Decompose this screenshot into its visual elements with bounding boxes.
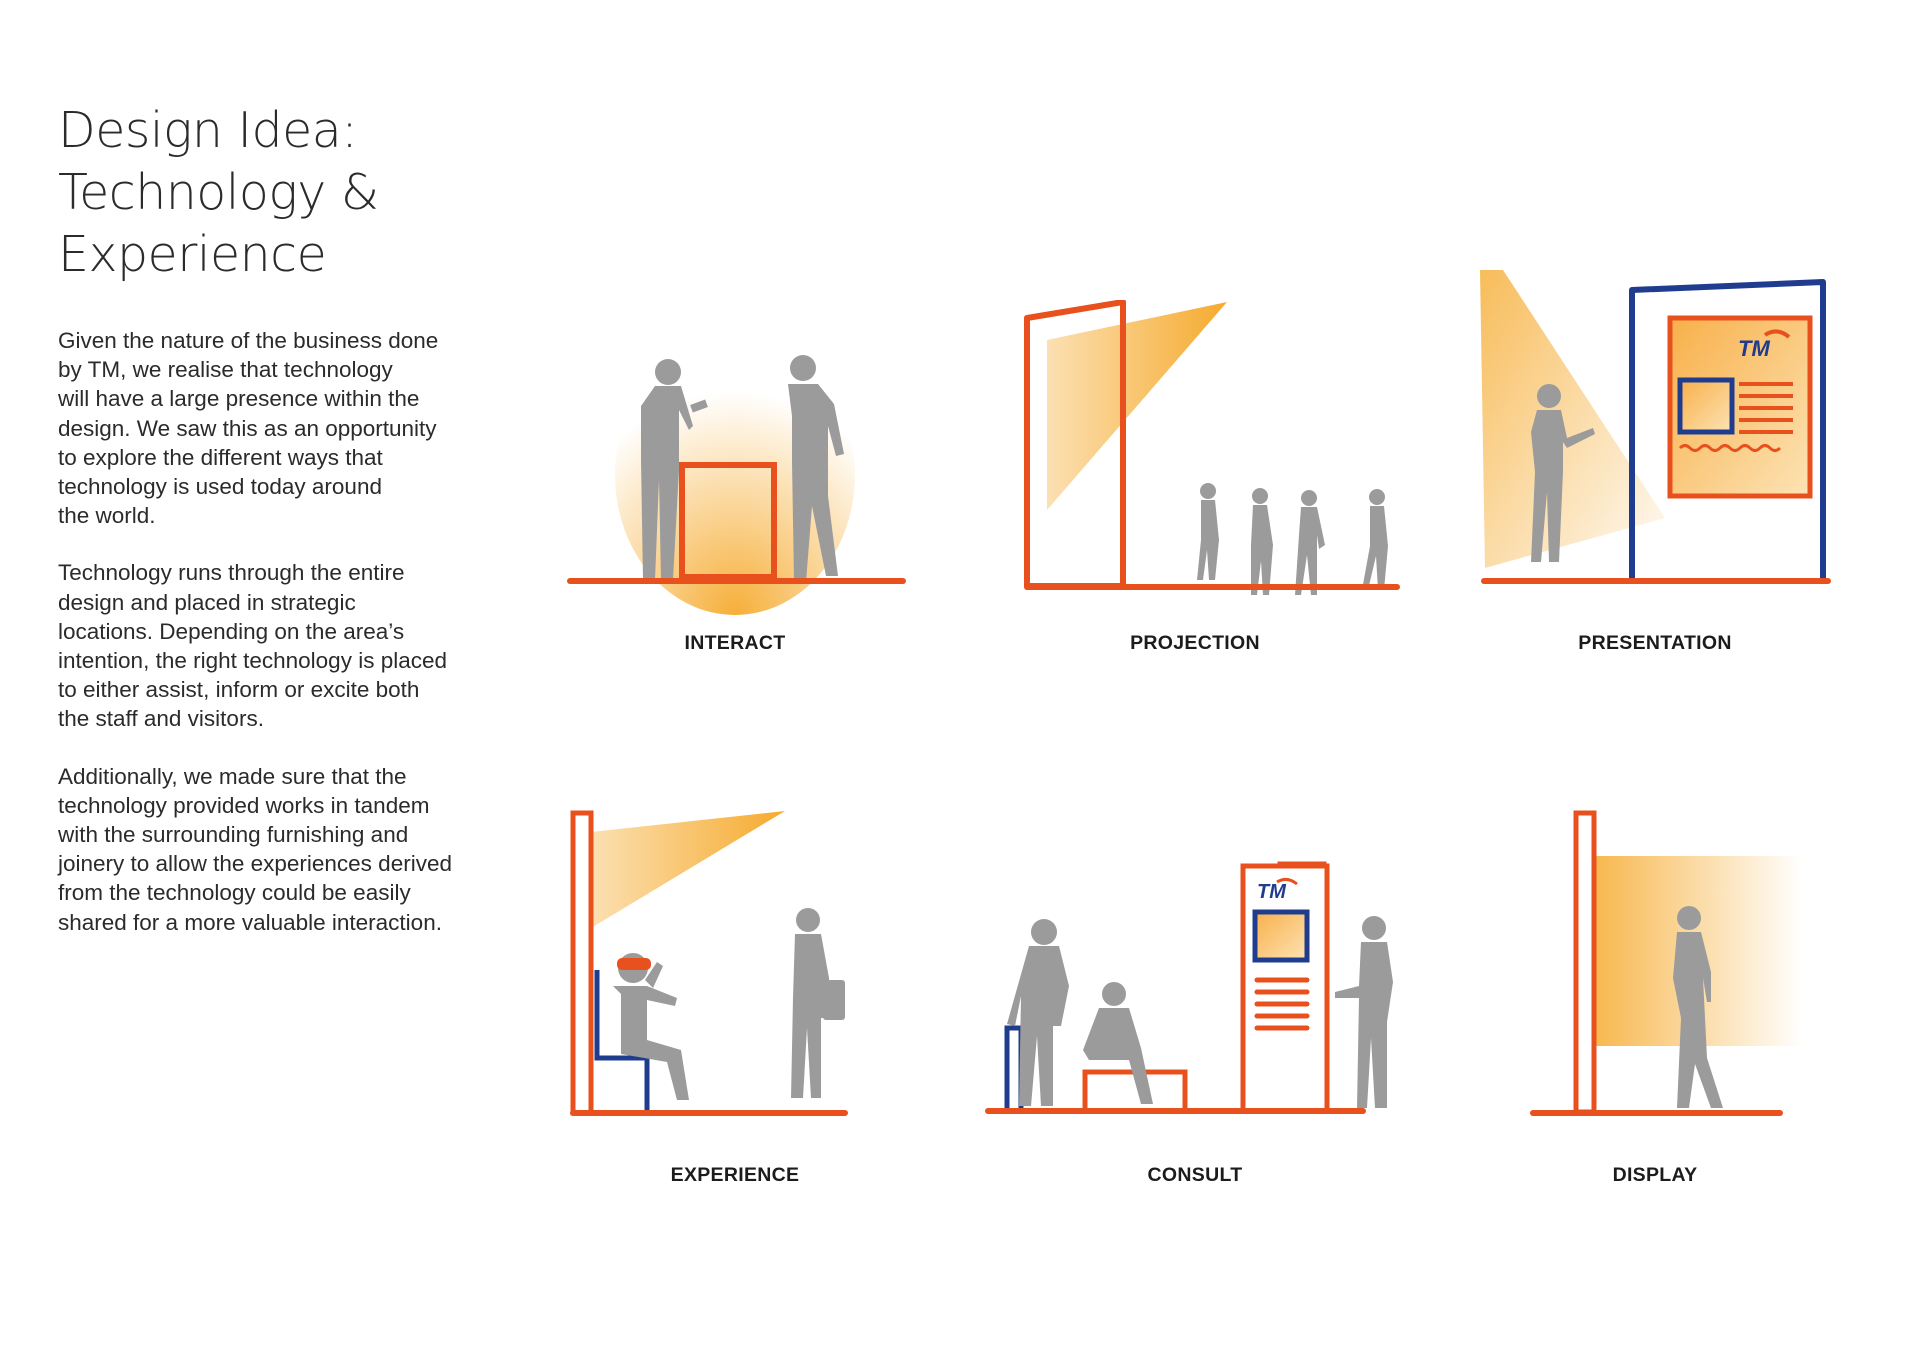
experience-chair — [594, 970, 650, 1113]
caption-display: DISPLAY — [1612, 1164, 1698, 1186]
panel-consult: TM CONSULT — [965, 808, 1425, 1198]
experience-beam — [591, 811, 785, 928]
display-wall — [1573, 810, 1597, 1115]
presentation-inner-box — [1677, 377, 1735, 435]
panel-experience: EXPERIENCE — [505, 808, 965, 1198]
description: Given the nature of the business done by… — [58, 326, 518, 965]
interact-illustration — [567, 335, 906, 615]
caption-presentation: PRESENTATION — [1578, 632, 1732, 654]
title-line-1: Design Idea: — [58, 102, 358, 159]
consult-illustration: TM — [985, 861, 1393, 1114]
panel-presentation: TM PRESENTATION — [1425, 268, 1885, 658]
title-line-3: Experience — [58, 226, 327, 283]
projection-beam — [1047, 302, 1227, 510]
interact-table — [679, 462, 777, 580]
vr-user-silhouette — [613, 953, 689, 1100]
page-title: Design Idea: Technology & Experience — [58, 100, 518, 286]
caption-consult: CONSULT — [1147, 1164, 1243, 1186]
vr-headset — [617, 958, 651, 970]
person-silhouette — [1007, 919, 1069, 1106]
experience-wall — [570, 810, 594, 1116]
seated-person-silhouette — [1083, 982, 1153, 1104]
paragraph-2: Technology runs through the entire desig… — [58, 560, 448, 732]
consult-screen — [1252, 909, 1310, 963]
consult-stool — [1004, 1025, 1024, 1110]
paragraph-1: Given the nature of the business done by… — [58, 328, 439, 529]
person-silhouette — [788, 355, 844, 582]
people-silhouettes — [1197, 483, 1388, 595]
panel-projection: PROJECTION — [965, 300, 1425, 690]
presenter-silhouette — [1531, 384, 1595, 562]
title-line-2: Technology & — [58, 164, 379, 221]
person-silhouette — [1673, 906, 1723, 1108]
experience-illustration — [570, 810, 848, 1116]
display-illustration — [1530, 810, 1803, 1116]
presentation-logo: TM — [1738, 336, 1770, 361]
caption-experience: EXPERIENCE — [670, 1164, 800, 1186]
presentation-light — [1480, 270, 1665, 568]
person-silhouette — [641, 359, 708, 580]
panel-interact: INTERACT — [505, 300, 965, 690]
panel-display: DISPLAY — [1425, 808, 1885, 1198]
caption-interact: INTERACT — [684, 632, 786, 654]
presentation-illustration: TM — [1480, 270, 1831, 584]
consult-logo: TM — [1257, 881, 1287, 903]
paragraph-3: Additionally, we made sure that the tech… — [58, 763, 452, 935]
projection-illustration — [1024, 300, 1400, 595]
person-silhouette — [791, 908, 845, 1098]
caption-projection: PROJECTION — [1130, 632, 1260, 654]
person-silhouette — [1335, 916, 1393, 1108]
